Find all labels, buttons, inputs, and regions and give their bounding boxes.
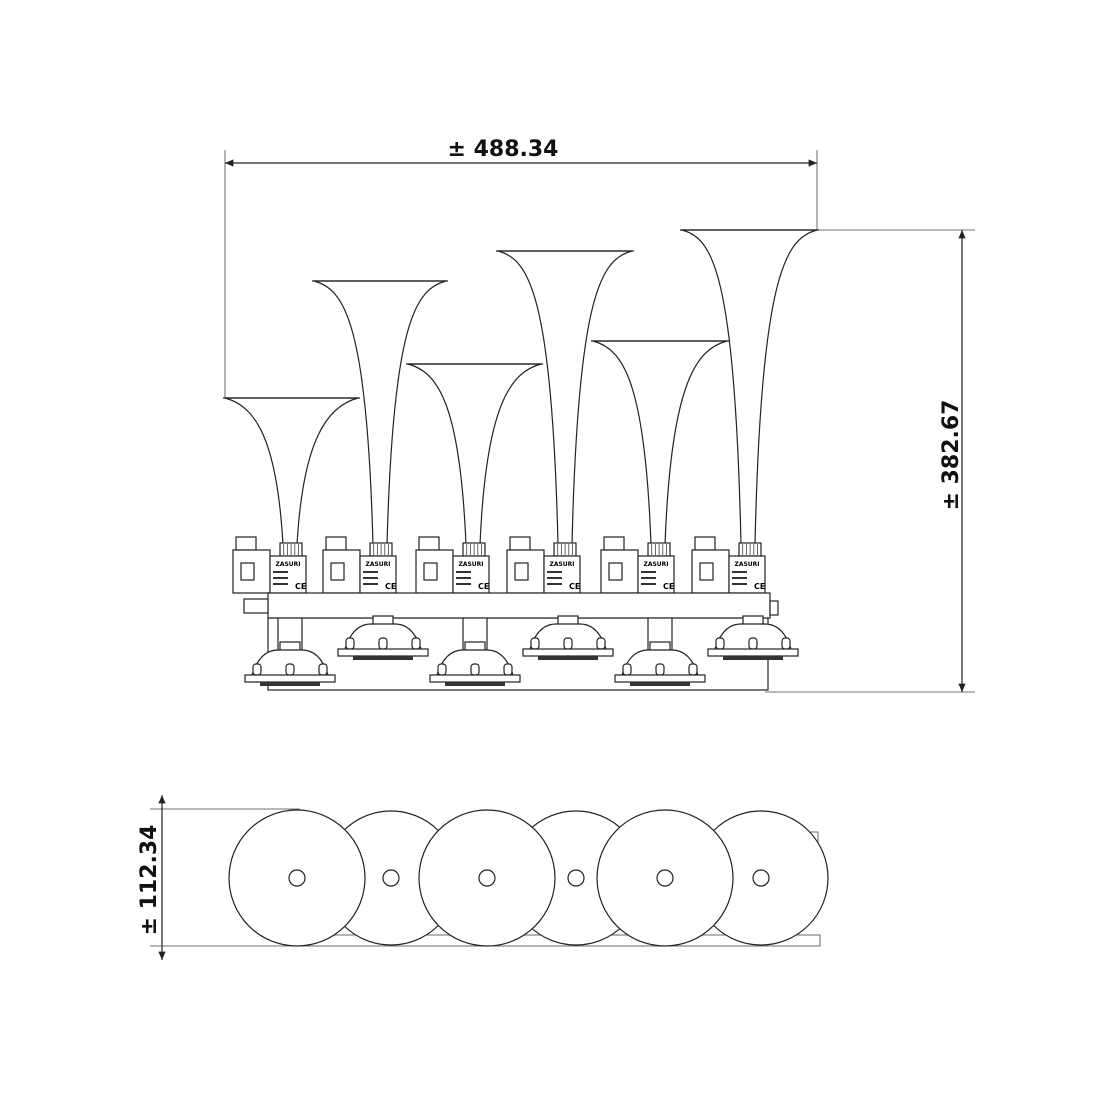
solenoid-valve-5: ZASURI CE bbox=[600, 536, 675, 594]
horn-3 bbox=[406, 363, 543, 546]
ce-mark: CE bbox=[295, 582, 306, 591]
manifold-bar bbox=[267, 592, 771, 619]
width-dimension: ± 488.34 bbox=[224, 137, 818, 398]
top-view bbox=[228, 809, 829, 947]
solenoid-valve-2: ZASURI CE bbox=[322, 536, 397, 594]
coil-connector bbox=[235, 536, 257, 551]
ce-mark: CE bbox=[385, 582, 396, 591]
width-dimension-label: ± 488.34 bbox=[448, 137, 559, 162]
coil-connector bbox=[603, 536, 625, 551]
top-disc-large-3 bbox=[596, 809, 734, 947]
depth-dimension-label: ± 112.34 bbox=[137, 825, 162, 936]
fitting-right bbox=[769, 600, 779, 616]
top-disc-large-1 bbox=[228, 809, 366, 947]
solenoid-valve-3: ZASURI CE bbox=[415, 536, 490, 594]
horn-4 bbox=[496, 250, 634, 546]
lower-suction-mount-1 bbox=[244, 617, 336, 686]
bolt-hole bbox=[382, 869, 400, 887]
brand-label: ZASURI bbox=[643, 561, 668, 568]
inlet-fitting-left bbox=[243, 598, 269, 614]
upper-suction-mount-2 bbox=[522, 615, 614, 660]
label-plate bbox=[359, 555, 397, 594]
horn-1 bbox=[223, 397, 360, 546]
label-plate bbox=[452, 555, 490, 594]
bolt-hole bbox=[752, 869, 770, 887]
bolt-hole bbox=[478, 869, 496, 887]
coil-connector bbox=[509, 536, 531, 551]
bolt-hole bbox=[567, 869, 585, 887]
front-view: ZASURI CE ZASURI CE ZASURI CE ZASURI CE ZASURI CE… bbox=[223, 229, 819, 691]
bolt-hole bbox=[656, 869, 674, 887]
coil-window bbox=[423, 562, 438, 581]
solenoid-valve-1: ZASURI CE bbox=[232, 536, 307, 594]
ce-mark: CE bbox=[663, 582, 674, 591]
coil-connector bbox=[325, 536, 347, 551]
coil-connector bbox=[418, 536, 440, 551]
brand-label: ZASURI bbox=[365, 561, 390, 568]
lower-suction-mount-3 bbox=[614, 617, 706, 686]
horn-6 bbox=[680, 229, 819, 546]
solenoid-valve-4: ZASURI CE bbox=[506, 536, 581, 594]
coil-window bbox=[330, 562, 345, 581]
depth-dimension: ± 112.34 bbox=[137, 795, 300, 960]
coil-window bbox=[699, 562, 714, 581]
height-dimension: ± 382.67 bbox=[765, 229, 975, 693]
label-plate bbox=[728, 555, 766, 594]
coil-window bbox=[608, 562, 623, 581]
bolt-hole bbox=[288, 869, 306, 887]
coil-window bbox=[240, 562, 255, 581]
lower-suction-mount-2 bbox=[429, 617, 521, 686]
upper-suction-mount-3 bbox=[707, 615, 799, 660]
label-plate bbox=[269, 555, 307, 594]
height-dimension-label: ± 382.67 bbox=[939, 400, 964, 511]
brand-label: ZASURI bbox=[458, 561, 483, 568]
horn-5 bbox=[591, 340, 729, 546]
ce-mark: CE bbox=[569, 582, 580, 591]
top-disc-large-2 bbox=[418, 809, 556, 947]
label-plate bbox=[637, 555, 675, 594]
upper-suction-mount-1 bbox=[337, 615, 429, 660]
brand-label: ZASURI bbox=[734, 561, 759, 568]
solenoid-valve-6: ZASURI CE bbox=[691, 536, 766, 594]
coil-connector bbox=[694, 536, 716, 551]
coil-window bbox=[514, 562, 529, 581]
brand-label: ZASURI bbox=[549, 561, 574, 568]
ce-mark: CE bbox=[478, 582, 489, 591]
top-disc-small-3 bbox=[693, 810, 829, 946]
brand-label: ZASURI bbox=[275, 561, 300, 568]
ce-mark: CE bbox=[754, 582, 765, 591]
